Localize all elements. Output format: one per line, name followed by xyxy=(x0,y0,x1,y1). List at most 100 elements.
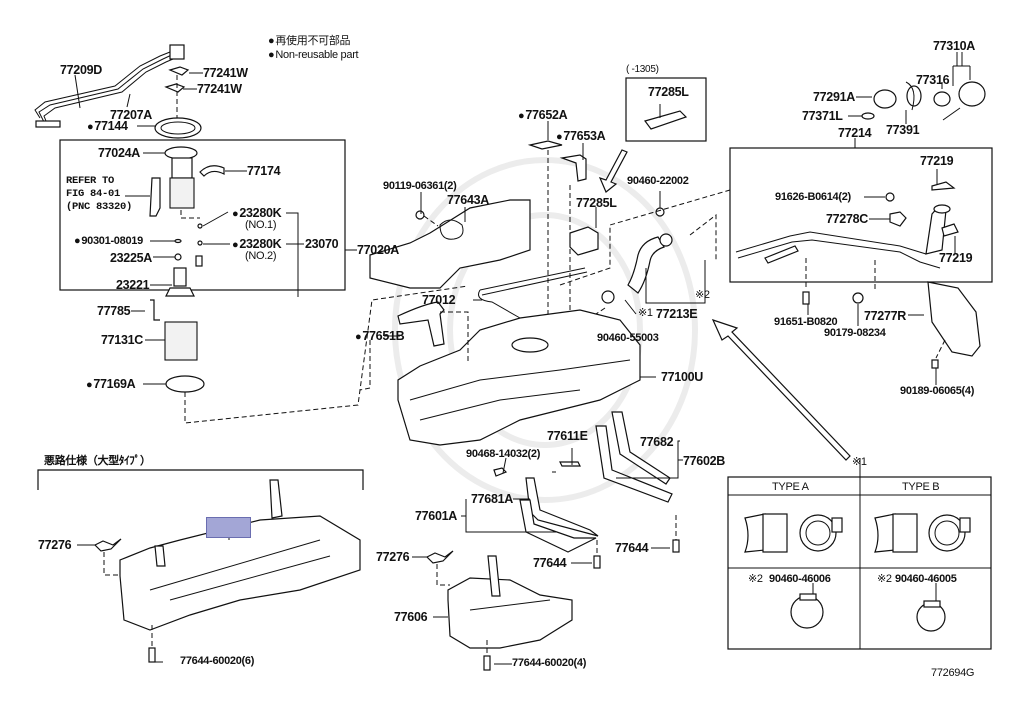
refer-note-line2[interactable]: FIG 84-01 xyxy=(66,188,121,200)
part-label-90460-55003[interactable]: 90460-55003 xyxy=(597,332,659,344)
vent-tube-part xyxy=(478,267,588,319)
inlet-pipe-part xyxy=(735,181,959,290)
part-label-77241W-1[interactable]: 77241W xyxy=(203,66,248,80)
date-range-label: ( -1305) xyxy=(626,64,659,75)
part-label-91626-B0614[interactable]: 91626-B0614(2) xyxy=(775,191,851,203)
pump-assembly-group-box xyxy=(59,139,346,291)
type-a-header: TYPE A xyxy=(772,481,809,493)
part-label-77219-1[interactable]: 77219 xyxy=(920,154,954,168)
tank-strap-part xyxy=(493,411,680,569)
part-label-77131C[interactable]: 77131C xyxy=(101,333,143,347)
part-label-77285L[interactable]: 77285L xyxy=(576,196,617,210)
ref-mark-2-hose: ※2 xyxy=(695,289,710,301)
part-label-77644-2[interactable]: 77644 xyxy=(615,541,649,555)
fuel-line-part xyxy=(34,44,185,128)
highlight-marker[interactable] xyxy=(206,517,251,538)
part-label-77651B[interactable]: 77651B xyxy=(355,330,404,343)
part-label-77643A[interactable]: 77643A xyxy=(447,193,489,207)
retainer-ring-part xyxy=(154,117,202,139)
arrow-indicator xyxy=(598,149,628,193)
part-label-23280K-2[interactable]: 23280K xyxy=(232,238,281,251)
part-label-90179-08234[interactable]: 90179-08234 xyxy=(824,327,886,339)
legend-en: Non-reusable part xyxy=(268,50,358,61)
refer-note-line1[interactable]: REFER TO xyxy=(66,175,115,187)
part-qualifier-no2: (NO.2) xyxy=(245,250,277,262)
part-label-90460-46006[interactable]: 90460-46006 xyxy=(769,573,831,585)
part-label-77241W-2[interactable]: 77241W xyxy=(197,82,242,96)
part-label-77644-1[interactable]: 77644 xyxy=(533,556,567,570)
part-label-77310A[interactable]: 77310A xyxy=(933,39,975,53)
part-label-77276-2[interactable]: 77276 xyxy=(376,550,410,564)
part-label-90460-22002[interactable]: 90460-22002 xyxy=(627,175,689,187)
part-label-77652A[interactable]: 77652A xyxy=(518,109,567,122)
leader-lines xyxy=(74,52,963,665)
part-label-77601A[interactable]: 77601A xyxy=(415,509,457,523)
part-label-90119-06361[interactable]: 90119-06361(2) xyxy=(383,180,457,192)
part-label-77024A[interactable]: 77024A xyxy=(98,146,140,160)
part-label-77606[interactable]: 77606 xyxy=(394,610,428,624)
clamp-holder-part xyxy=(569,226,599,256)
insulator-part xyxy=(359,301,469,391)
part-label-91651-B0820[interactable]: 91651-B0820 xyxy=(774,316,838,328)
part-label-77214[interactable]: 77214 xyxy=(838,126,872,140)
part-label-77278C[interactable]: 77278C xyxy=(826,212,868,226)
skid-plate-large-part xyxy=(93,479,361,663)
clamp-type-b-illustration xyxy=(874,513,971,632)
part-label-23225A[interactable]: 23225A xyxy=(110,251,152,265)
part-label-77012[interactable]: 77012 xyxy=(422,293,456,307)
part-label-77644-60020-4[interactable]: 77644-60020(4) xyxy=(512,657,587,669)
reference-arrow xyxy=(711,318,851,461)
pump-module-part xyxy=(149,146,225,361)
part-label-77602B[interactable]: 77602B xyxy=(683,454,725,468)
part-label-77219-2[interactable]: 77219 xyxy=(939,251,973,265)
refer-note-line3[interactable]: (PNC 83320) xyxy=(66,201,133,213)
part-label-77644-60020-6[interactable]: 77644-60020(6) xyxy=(180,655,255,667)
part-label-90189-06065[interactable]: 90189-06065(4) xyxy=(900,385,975,397)
clamp-type-a-illustration xyxy=(744,513,843,629)
part-label-77276-1[interactable]: 77276 xyxy=(38,538,72,552)
figure-id: 772694G xyxy=(931,667,975,679)
part-label-77316[interactable]: 77316 xyxy=(916,73,950,87)
part-label-23221[interactable]: 23221 xyxy=(116,278,150,292)
rough-road-bracket xyxy=(37,469,364,490)
clamp-b-mark: ※2 xyxy=(877,573,892,585)
part-label-23070[interactable]: 23070 xyxy=(305,237,339,251)
type-b-header: TYPE B xyxy=(902,481,940,493)
part-label-77682[interactable]: 77682 xyxy=(640,435,674,449)
fuel-tank-part xyxy=(397,309,641,446)
clamp-variant-box xyxy=(625,77,707,142)
part-label-77785[interactable]: 77785 xyxy=(97,304,131,318)
part-label-77213E[interactable]: 77213E xyxy=(656,307,698,321)
part-label-77285L-variant[interactable]: 77285L xyxy=(648,85,689,99)
skid-plate-small-part xyxy=(425,550,573,671)
inlet-pipe-group-box xyxy=(729,147,993,283)
part-label-77371L[interactable]: 77371L xyxy=(802,109,843,123)
part-label-77169A[interactable]: 77169A xyxy=(86,378,135,391)
clamp-a-mark: ※2 xyxy=(748,573,763,585)
part-label-77020A[interactable]: 77020A xyxy=(357,243,399,257)
part-label-77391[interactable]: 77391 xyxy=(886,123,920,137)
part-label-77100U[interactable]: 77100U xyxy=(661,370,703,384)
part-label-90301-08019[interactable]: 90301-08019 xyxy=(74,236,143,247)
part-label-90468-14032[interactable]: 90468-14032(2) xyxy=(466,448,541,460)
part-label-77209D[interactable]: 77209D xyxy=(60,63,102,77)
fuel-cap-part xyxy=(861,60,986,121)
legend-jp: 再使用不可部品 xyxy=(268,36,350,47)
part-label-90460-46005[interactable]: 90460-46005 xyxy=(895,573,957,585)
protector-part xyxy=(369,199,531,289)
bolt-part xyxy=(802,281,981,369)
part-label-77611E[interactable]: 77611E xyxy=(547,429,588,443)
part-qualifier-no1: (NO.1) xyxy=(245,219,277,231)
filler-hose-part xyxy=(559,189,731,319)
part-label-77291A[interactable]: 77291A xyxy=(813,90,855,104)
ref-mark-1-table: ※1 xyxy=(852,456,867,468)
part-label-23280K-1[interactable]: 23280K xyxy=(232,207,281,220)
part-label-77144[interactable]: 77144 xyxy=(87,120,128,133)
part-label-77277R[interactable]: 77277R xyxy=(864,309,906,323)
rough-road-spec-label: 悪路仕様（大型ﾀｲﾌﾟ） xyxy=(44,455,151,467)
part-label-77653A[interactable]: 77653A xyxy=(556,130,605,143)
part-label-77207A[interactable]: 77207A xyxy=(110,108,152,122)
part-label-77174[interactable]: 77174 xyxy=(247,164,281,178)
part-label-77681A[interactable]: 77681A xyxy=(471,492,513,506)
